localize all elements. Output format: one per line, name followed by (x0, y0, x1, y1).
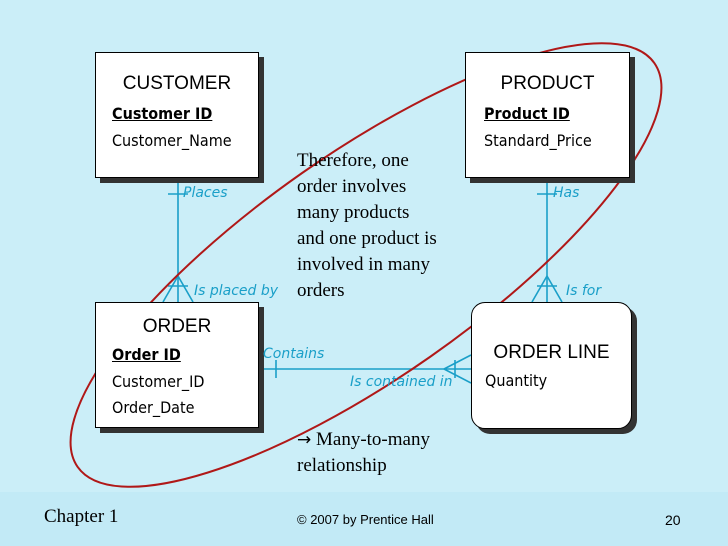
order-key: Order ID (112, 345, 181, 364)
order-orderline-crow-bottom (443, 368, 472, 384)
copyright-label: © 2007 by Prentice Hall (297, 512, 434, 527)
product-attr-price: Standard_Price (484, 131, 592, 150)
note-line: Therefore, one (297, 150, 409, 171)
arrow-icon: → (297, 430, 312, 450)
conclusion-line-1: → Many-to-many (297, 427, 430, 453)
note-line: orders (297, 280, 345, 301)
product-title: PRODUCT (500, 73, 595, 94)
product-entity[interactable]: PRODUCT Product ID Standard_Price (465, 52, 630, 178)
product-orderline-crow-left (531, 275, 548, 303)
rel-has: Has (553, 185, 580, 201)
customer-attr-name: Customer_Name (112, 131, 232, 150)
chapter-label: Chapter 1 (44, 506, 119, 527)
rel-is-contained-in: Is contained in (350, 374, 453, 390)
rel-contains: Contains (263, 346, 325, 362)
order-attr-customer-id: Customer_ID (112, 372, 205, 391)
note-line: many products (297, 202, 410, 223)
conclusion-note: → Many-to-many relationship (297, 427, 430, 479)
order-orderline-crow-top (443, 354, 472, 370)
conclusion-text-2: relationship (297, 455, 387, 476)
order-entity[interactable]: ORDER Order ID Customer_ID Order_Date (95, 302, 259, 428)
customer-order-crow-left (162, 275, 179, 303)
product-orderline-crow-right (546, 275, 563, 303)
note-line: involved in many (297, 254, 430, 275)
order-title: ORDER (142, 316, 212, 337)
customer-order-crow-right (177, 275, 194, 303)
order-attr-order-date: Order_Date (112, 398, 195, 417)
explanation-note: Therefore, one order involves many produ… (297, 148, 437, 304)
customer-entity[interactable]: CUSTOMER Customer ID Customer_Name (95, 52, 259, 178)
page-number: 20 (665, 512, 681, 528)
order-line-title: ORDER LINE (493, 342, 610, 363)
highlight-ellipse (69, 42, 663, 488)
rel-is-placed-by: Is placed by (194, 283, 279, 299)
product-key: Product ID (484, 104, 570, 123)
rel-places: Places (183, 185, 228, 201)
customer-key: Customer ID (112, 104, 213, 123)
order-line-entity[interactable]: ORDER LINE Quantity (471, 302, 632, 429)
footer-band (0, 492, 728, 546)
conclusion-text-1: Many-to-many (316, 429, 430, 450)
order-line-attr-quantity: Quantity (485, 371, 548, 390)
rel-is-for: Is for (566, 283, 602, 299)
note-line: order involves (297, 176, 407, 197)
note-line: and one product is (297, 228, 437, 249)
customer-title: CUSTOMER (122, 73, 232, 94)
